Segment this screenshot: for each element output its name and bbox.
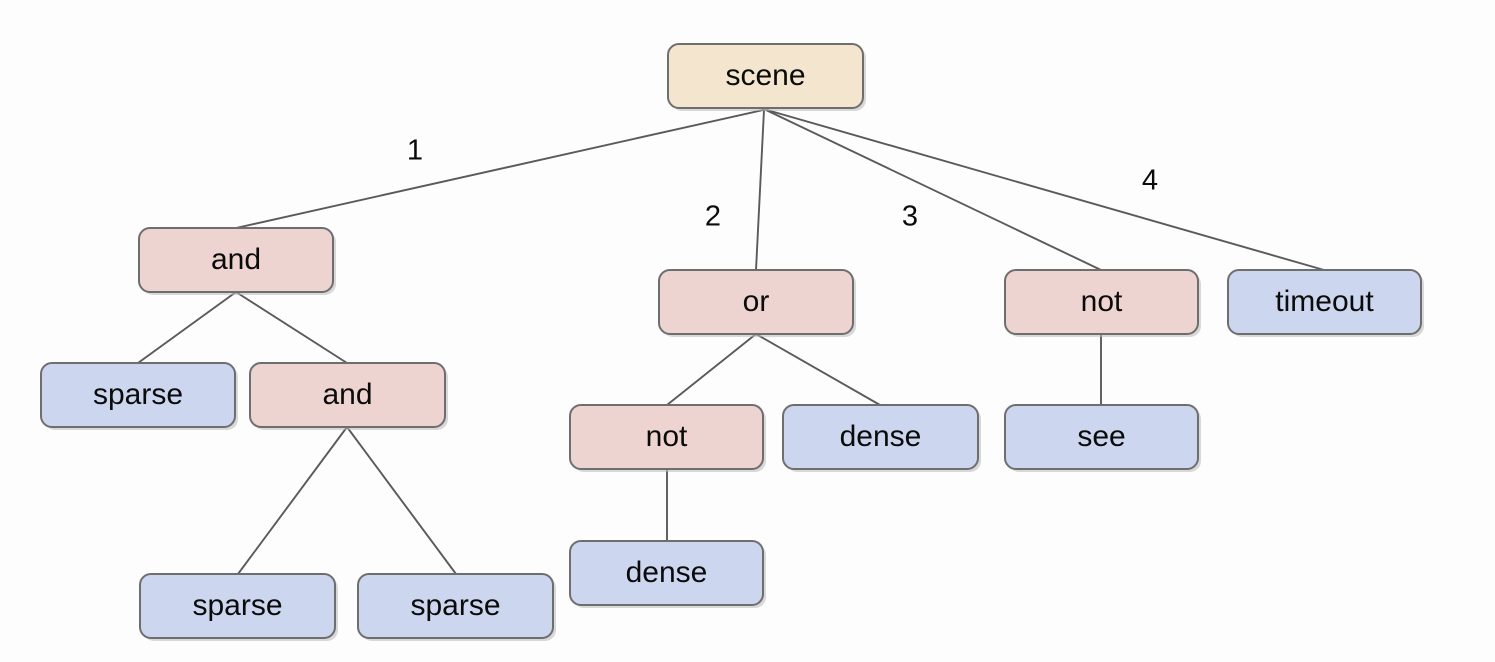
edge-labels-layer: 1 2 3 4: [407, 135, 1158, 233]
nodes-layer: scene and sparse and sparse sparse or not dense d…: [40, 43, 1424, 641]
tree-edge: [235, 109, 764, 229]
node-box[interactable]: [138, 227, 334, 293]
edge-label: 1: [407, 135, 423, 167]
node-box[interactable]: [667, 43, 864, 109]
edge-label: 3: [902, 201, 918, 233]
node-label: dense: [840, 420, 922, 453]
node-box[interactable]: [249, 362, 446, 428]
tree-node-and1[interactable]: and: [138, 227, 336, 295]
node-box[interactable]: [782, 404, 979, 470]
edges-layer: [137, 109, 1325, 575]
node-label: not: [646, 420, 688, 453]
node-box[interactable]: [569, 540, 764, 606]
tree-node-or1[interactable]: or: [658, 269, 856, 337]
tree-node-dense1[interactable]: dense: [782, 404, 981, 472]
node-box[interactable]: [357, 573, 554, 639]
node-label: not: [1081, 285, 1123, 318]
tree-edge: [235, 291, 348, 364]
node-box[interactable]: [1004, 404, 1199, 470]
node-label: and: [322, 378, 372, 411]
tree-node-timeout1[interactable]: timeout: [1227, 269, 1424, 337]
tree-node-sparse1[interactable]: sparse: [40, 362, 238, 430]
tree-node-sparse3[interactable]: sparse: [357, 573, 556, 641]
node-label: see: [1077, 420, 1125, 453]
tree-edge: [755, 333, 881, 406]
node-box[interactable]: [40, 362, 236, 428]
tree-node-not2[interactable]: not: [1004, 269, 1201, 337]
node-box[interactable]: [139, 573, 336, 639]
node-label: scene: [725, 59, 805, 92]
tree-edge: [766, 109, 1325, 271]
tree-edge: [666, 333, 757, 406]
tree-node-not1[interactable]: not: [569, 404, 766, 472]
tree-edge: [765, 109, 1102, 271]
node-box[interactable]: [569, 404, 764, 470]
node-label: or: [743, 285, 770, 318]
node-label: timeout: [1275, 285, 1374, 318]
tree-edge: [237, 426, 348, 575]
node-label: sparse: [410, 589, 500, 622]
node-box[interactable]: [1004, 269, 1199, 335]
tree-edge: [137, 291, 237, 364]
node-box[interactable]: [658, 269, 854, 335]
tree-node-see1[interactable]: see: [1004, 404, 1201, 472]
tree-node-scene[interactable]: scene: [667, 43, 866, 111]
node-label: sparse: [93, 378, 183, 411]
node-label: and: [211, 243, 261, 276]
tree-edge: [755, 109, 765, 271]
edge-label: 4: [1142, 165, 1158, 197]
tree-node-dense2[interactable]: dense: [569, 540, 766, 608]
tree-edge: [346, 426, 457, 575]
edge-label: 2: [705, 201, 721, 233]
tree-node-and2[interactable]: and: [249, 362, 448, 430]
node-label: sparse: [192, 589, 282, 622]
tree-node-sparse2[interactable]: sparse: [139, 573, 338, 641]
node-box[interactable]: [1227, 269, 1422, 335]
node-label: dense: [626, 556, 708, 589]
